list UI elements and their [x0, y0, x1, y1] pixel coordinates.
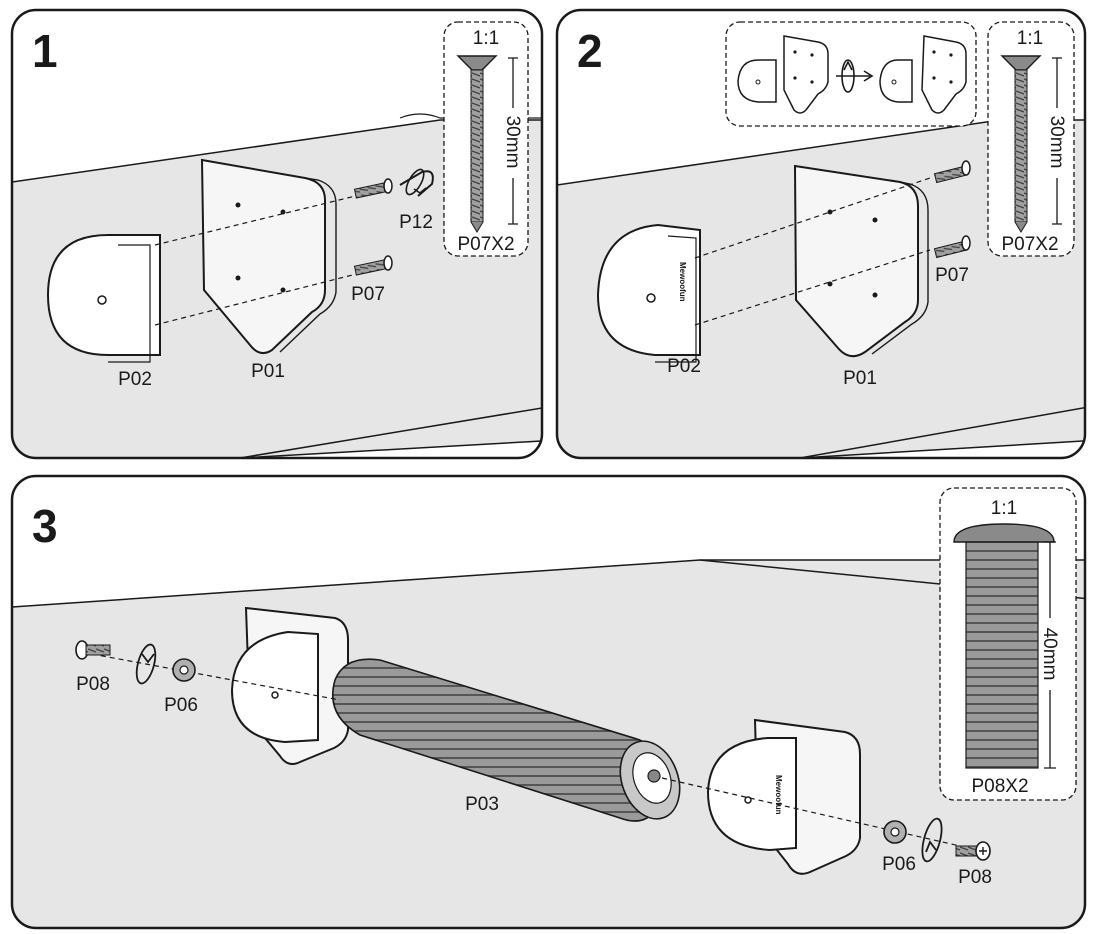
quantity-label: P08X2	[971, 776, 1028, 797]
label-key: P12	[399, 212, 433, 233]
label-bracket: P01	[843, 368, 877, 389]
screw-p07-lower	[353, 255, 393, 276]
scale-inset: 1:1 30mm P07X2	[443, 21, 529, 257]
cap-part: Mewoofun	[596, 223, 701, 363]
scale-ratio: 1:1	[991, 498, 1017, 519]
label-bolt-left: P08	[76, 674, 110, 695]
brand-label: Mewoofun	[774, 775, 783, 815]
rotate-arrow-icon	[135, 643, 157, 685]
dimension-label: 40mm	[1039, 628, 1060, 681]
step-1-panel: 1 1:1 30mm P07X2 P02 P01 P07 P12	[10, 8, 544, 460]
step-number: 2	[577, 25, 603, 77]
orientation-inset	[725, 21, 977, 127]
screw-p07-lower	[933, 235, 971, 259]
screw-actual-size	[1000, 55, 1042, 233]
scale-ratio: 1:1	[473, 28, 499, 49]
scale-inset: 1:1 30mm P07X2	[987, 21, 1075, 257]
washer-right	[883, 820, 907, 844]
label-washer-right: P06	[882, 854, 916, 875]
label-bracket: P01	[251, 361, 285, 382]
label-bolt-right: P08	[958, 867, 992, 888]
guide-line	[154, 189, 381, 326]
step-number: 1	[32, 25, 58, 77]
label-screw: P07	[351, 284, 385, 305]
screw-p07-upper	[353, 178, 393, 199]
label-cap: P02	[667, 356, 701, 377]
label-cap: P02	[118, 369, 152, 390]
bolt-actual-size	[953, 523, 1055, 769]
hex-key-icon	[399, 168, 434, 197]
bolt-right	[955, 841, 991, 861]
dimension-label: 30mm	[1046, 116, 1067, 169]
sisal-post	[331, 658, 681, 822]
scale-ratio: 1:1	[1017, 28, 1043, 49]
quantity-label: P07X2	[457, 234, 514, 255]
left-end-bracket	[230, 606, 349, 765]
dimension-label: 30mm	[502, 116, 523, 169]
quantity-label: P07X2	[1001, 234, 1058, 255]
bracket-part	[200, 158, 337, 355]
label-screw: P07	[935, 265, 969, 286]
screw-actual-size	[456, 55, 498, 233]
panel-border	[555, 8, 1087, 460]
label-washer-left: P06	[164, 695, 198, 716]
step-2-panel: Mewoofun 2	[555, 8, 1087, 460]
arrow-right-icon	[836, 70, 874, 82]
step-3-panel: Mewoofun	[10, 474, 1087, 930]
washer-left	[172, 658, 196, 682]
panel-border	[10, 474, 1087, 930]
cap-part	[46, 234, 161, 363]
screw-p07-upper	[933, 160, 971, 184]
scale-inset: 1:1 40mm P08X2	[939, 487, 1077, 801]
step-number: 3	[32, 500, 58, 552]
guide-line	[91, 653, 961, 847]
panel-border	[10, 8, 544, 460]
right-end-bracket: Mewoofun	[706, 718, 861, 875]
brand-label: Mewoofun	[678, 262, 687, 302]
rotate-arrow-icon	[921, 817, 943, 863]
label-post: P03	[465, 794, 499, 815]
bolt-left	[75, 640, 111, 660]
